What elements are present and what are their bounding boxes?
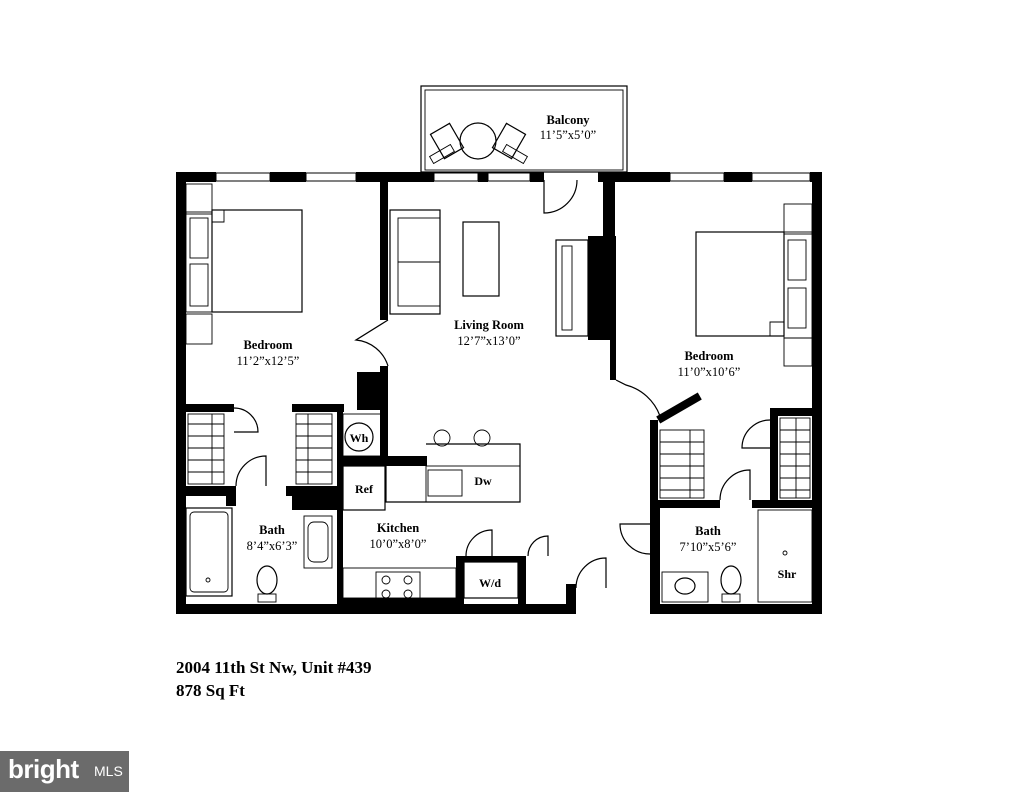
bedroom-left-dims: 11’2”x12’5”	[237, 354, 300, 368]
bath-left-name: Bath	[259, 523, 285, 537]
logo-brand: bright	[8, 754, 79, 784]
balcony-name: Balcony	[546, 113, 590, 127]
kitchen: Ref Dw Kitchen 10’0”x8’0”	[342, 429, 521, 603]
bedroom-left-name: Bedroom	[243, 338, 293, 352]
property-address: 2004 11th St Nw, Unit #439	[176, 658, 372, 677]
doors	[233, 179, 771, 589]
living-room-dims: 12’7”x13’0”	[457, 334, 520, 348]
water-heater: Wh	[342, 413, 382, 457]
bath-right-dims: 7’10”x5’6”	[680, 540, 737, 554]
kitchen-dims: 10’0”x8’0”	[370, 537, 427, 551]
shower-label: Shr	[778, 567, 797, 581]
closets	[187, 413, 811, 499]
balcony-chair-left	[428, 122, 465, 165]
property-area: 878 Sq Ft	[176, 681, 245, 700]
logo-suffix: MLS	[94, 763, 123, 779]
exterior-walls	[176, 172, 822, 614]
water-heater-label: Wh	[350, 431, 369, 445]
bath-left-dims: 8’4”x6’3”	[247, 539, 298, 553]
bath-right: Shr Bath 7’10”x5’6”	[661, 509, 813, 603]
bath-left: Bath 8’4”x6’3”	[185, 507, 333, 603]
bedroom-right: Bedroom 11’0”x10’6”	[678, 203, 813, 379]
bedroom-right-name: Bedroom	[684, 349, 734, 363]
bedroom-right-dims: 11’0”x10’6”	[678, 365, 741, 379]
kitchen-name: Kitchen	[377, 521, 419, 535]
washer-dryer: W/d	[463, 561, 519, 599]
washer-dryer-label: W/d	[479, 576, 501, 590]
dishwasher-label: Dw	[474, 474, 492, 488]
living-room-name: Living Room	[454, 318, 524, 332]
balcony: Balcony 11’5”x5’0”	[420, 85, 628, 173]
balcony-chair-right	[491, 122, 529, 165]
bedroom-left: Bedroom 11’2”x12’5”	[185, 183, 303, 368]
bright-mls-logo: bright MLS	[0, 751, 129, 792]
balcony-dims: 11’5”x5’0”	[540, 128, 596, 142]
bath-right-name: Bath	[695, 524, 721, 538]
refrigerator-label: Ref	[355, 482, 374, 496]
living-room: Living Room 12’7”x13’0”	[389, 209, 589, 348]
